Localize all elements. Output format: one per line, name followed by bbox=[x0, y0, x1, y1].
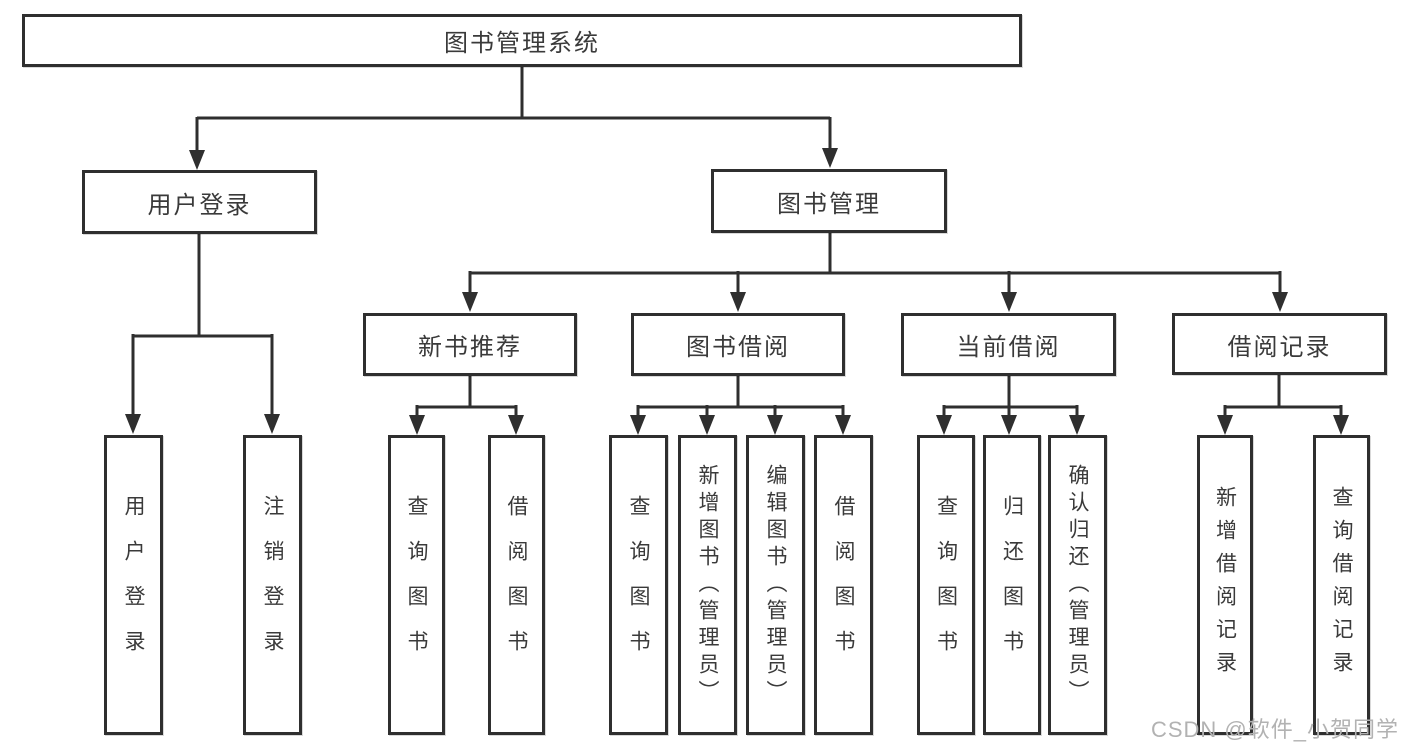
leaf-query-books: 查询图书 bbox=[609, 435, 668, 735]
leaf-user-login: 用户登录 bbox=[104, 435, 163, 735]
node-new-book-recommendation: 新书推荐 bbox=[363, 313, 577, 376]
leaf-query-borrow-record: 查询借阅记录 bbox=[1313, 435, 1370, 735]
node-label: 查询图书 bbox=[627, 495, 650, 675]
node-label: 确认归还（管理员） bbox=[1066, 463, 1089, 707]
leaf-logout: 注销登录 bbox=[243, 435, 302, 735]
node-label: 图书管理系统 bbox=[444, 30, 600, 57]
node-user-login: 用户登录 bbox=[82, 170, 317, 234]
node-label: 归还图书 bbox=[1000, 495, 1024, 675]
node-library-management-system: 图书管理系统 bbox=[22, 14, 1022, 67]
node-label: 用户登录 bbox=[147, 191, 252, 219]
node-label: 图书借阅 bbox=[686, 334, 790, 361]
node-book-management: 图书管理 bbox=[711, 169, 947, 233]
leaf-query-books: 查询图书 bbox=[388, 435, 445, 735]
node-label: 当前借阅 bbox=[956, 334, 1061, 361]
node-label: 查询图书 bbox=[934, 495, 958, 675]
node-label: 借阅记录 bbox=[1227, 333, 1332, 361]
node-label: 查询图书 bbox=[405, 495, 428, 675]
leaf-confirm-return-admin: 确认归还（管理员） bbox=[1048, 435, 1107, 735]
leaf-add-borrow-record: 新增借阅记录 bbox=[1197, 435, 1253, 735]
leaf-borrow-books: 借阅图书 bbox=[488, 435, 545, 735]
node-label: 图书管理 bbox=[777, 190, 881, 218]
csdn-watermark: CSDN @软件_小贺同学 bbox=[1150, 717, 1399, 742]
node-label: 新书推荐 bbox=[418, 334, 522, 361]
node-label: 借阅图书 bbox=[505, 495, 528, 675]
node-label: 用户登录 bbox=[122, 495, 145, 675]
leaf-edit-books-admin: 编辑图书（管理员） bbox=[746, 435, 805, 735]
node-current-borrowing: 当前借阅 bbox=[901, 313, 1116, 376]
node-label: 新增图书（管理员） bbox=[696, 463, 719, 707]
leaf-borrow-books: 借阅图书 bbox=[814, 435, 873, 735]
node-borrowing-records: 借阅记录 bbox=[1172, 313, 1387, 375]
leaf-query-books: 查询图书 bbox=[917, 435, 975, 735]
node-label: 编辑图书（管理员） bbox=[764, 463, 787, 707]
node-label: 注销登录 bbox=[261, 495, 284, 675]
node-book-borrowing: 图书借阅 bbox=[631, 313, 845, 376]
node-label: 查询借阅记录 bbox=[1330, 486, 1353, 684]
node-label: 新增借阅记录 bbox=[1213, 486, 1237, 684]
leaf-add-books-admin: 新增图书（管理员） bbox=[678, 435, 737, 735]
node-label: 借阅图书 bbox=[832, 495, 855, 675]
leaf-return-books: 归还图书 bbox=[983, 435, 1041, 735]
